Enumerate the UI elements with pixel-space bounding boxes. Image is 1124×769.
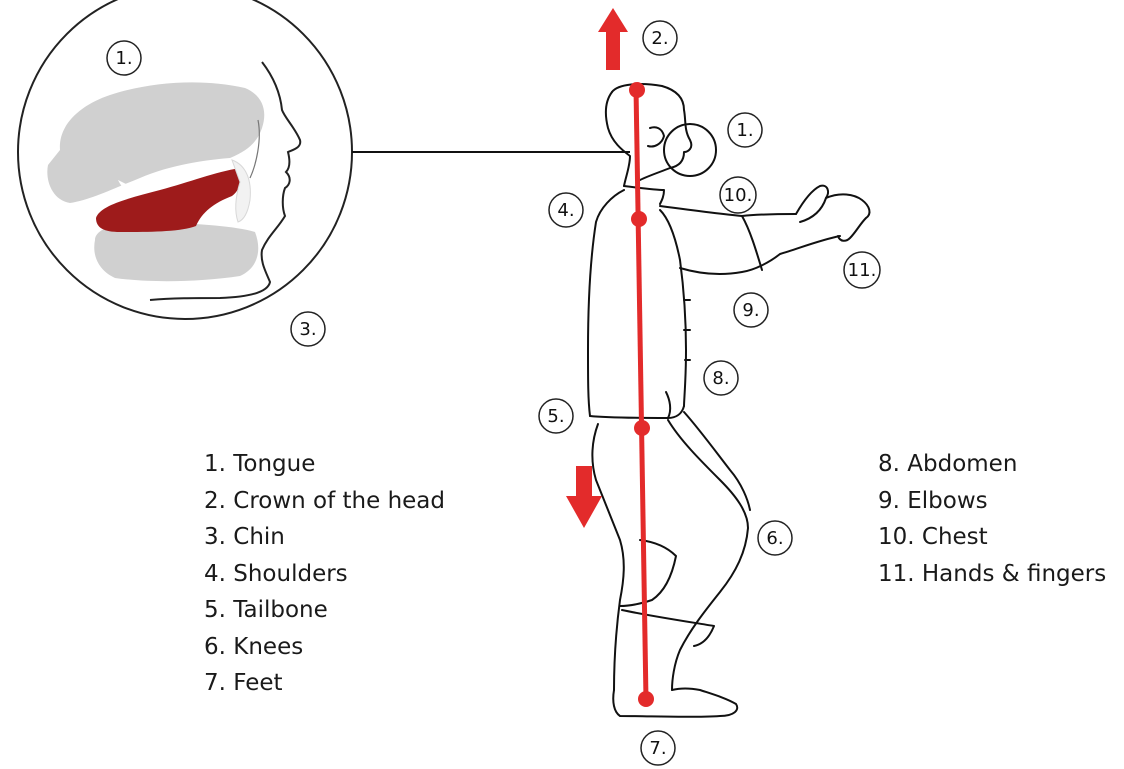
legend-item-tailbone: 5. Tailbone — [204, 592, 445, 629]
svg-text:6.: 6. — [766, 528, 783, 549]
svg-text:2.: 2. — [651, 28, 668, 49]
callout-1-inset: 1. — [115, 48, 132, 69]
callout-4: 4. — [549, 193, 583, 227]
legend-item-tongue: 1. Tongue — [204, 446, 445, 483]
callout-1-head: 1. — [728, 113, 762, 147]
legend-left: 1. Tongue 2. Crown of the head 3. Chin 4… — [204, 446, 445, 702]
legend-item-hands: 11. Hands & fingers — [878, 556, 1106, 593]
callout-8: 8. — [704, 361, 738, 395]
legend-item-feet: 7. Feet — [204, 665, 445, 702]
svg-text:3.: 3. — [299, 319, 316, 340]
arrow-down-icon — [566, 466, 602, 528]
svg-text:7.: 7. — [649, 738, 666, 759]
svg-text:9.: 9. — [742, 300, 759, 321]
svg-text:11.: 11. — [848, 260, 877, 281]
svg-text:5.: 5. — [547, 406, 564, 427]
legend-right: 8. Abdomen 9. Elbows 10. Chest 11. Hands… — [878, 446, 1106, 592]
alignment-dot-feet — [638, 691, 654, 707]
legend-item-chest: 10. Chest — [878, 519, 1106, 556]
alignment-dot-tailbone — [634, 420, 650, 436]
alignment-dot-crown — [629, 82, 645, 98]
alignment-dot-shoulder — [631, 211, 647, 227]
legend-item-knees: 6. Knees — [204, 629, 445, 666]
callout-2: 2. — [643, 21, 677, 55]
legend-item-abdomen: 8. Abdomen — [878, 446, 1106, 483]
arrow-up-icon — [598, 8, 628, 70]
legend-item-crown: 2. Crown of the head — [204, 483, 445, 520]
callout-3: 3. — [291, 312, 325, 346]
callout-7: 7. — [641, 731, 675, 765]
mouth-inset: 1. — [18, 0, 352, 319]
legend-item-shoulders: 4. Shoulders — [204, 556, 445, 593]
callout-9: 9. — [734, 293, 768, 327]
callout-10: 10. — [720, 177, 756, 213]
svg-text:4.: 4. — [557, 200, 574, 221]
callout-5: 5. — [539, 399, 573, 433]
callout-6: 6. — [758, 521, 792, 555]
svg-text:1.: 1. — [736, 120, 753, 141]
legend-item-chin: 3. Chin — [204, 519, 445, 556]
callout-11: 11. — [844, 252, 880, 288]
legend-item-elbows: 9. Elbows — [878, 483, 1106, 520]
svg-text:8.: 8. — [712, 368, 729, 389]
svg-text:10.: 10. — [724, 185, 753, 206]
